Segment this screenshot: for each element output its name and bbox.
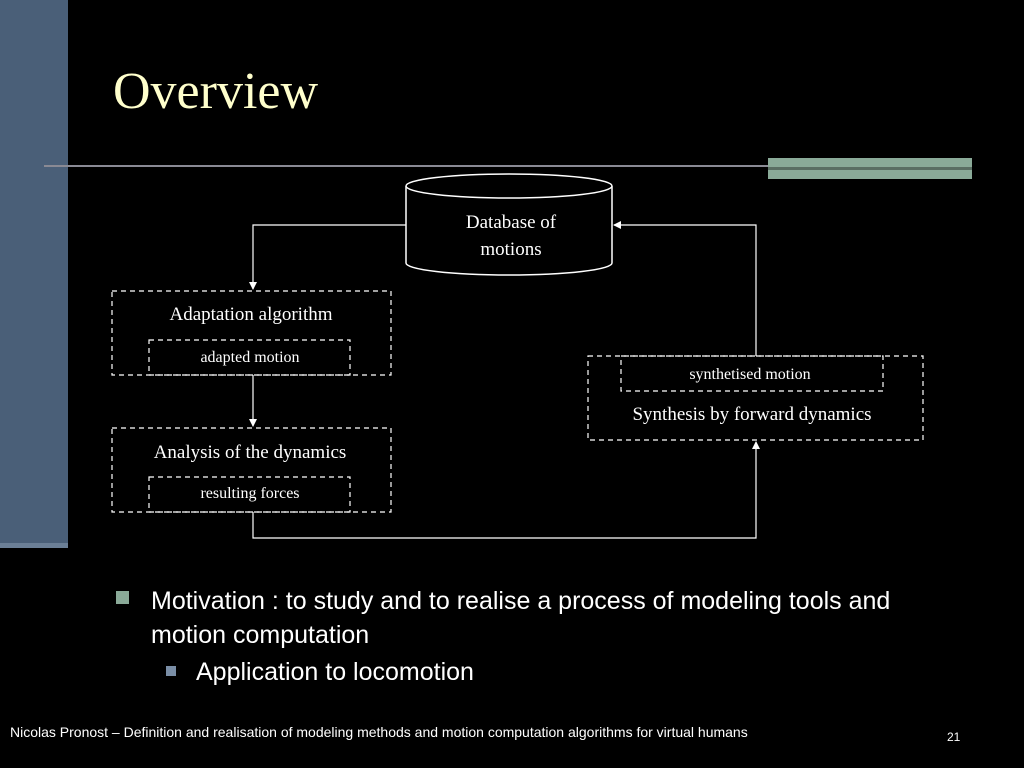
slide-title: Overview (113, 63, 319, 120)
slide-number: 21 (947, 730, 961, 744)
synthesis-label: Synthesis by forward dynamics (632, 404, 871, 425)
side-bar-edge (0, 543, 68, 548)
analysis-box: Analysis of the dynamics resulting force… (111, 427, 392, 513)
resulting-forces-box (148, 476, 351, 513)
bullet-item-application: Application to locomotion (166, 657, 866, 687)
synthesis-to-database-arrow (613, 221, 757, 356)
title-rule-accent-split (768, 167, 972, 170)
adapted-motion-label: adapted motion (200, 349, 299, 366)
database-label-line1: Database of (466, 212, 557, 233)
resulting-forces-label: resulting forces (200, 485, 299, 502)
database-cylinder: Database of motions (405, 173, 613, 276)
adapted-motion-box (148, 339, 351, 376)
square-bullet-icon (116, 591, 129, 604)
database-to-adaptation-arrow (249, 224, 406, 290)
title-rule-accent (768, 158, 972, 179)
synthetised-motion-label: synthetised motion (689, 366, 810, 383)
bullet-item-motivation: Motivation : to study and to realise a p… (116, 584, 966, 652)
synthetised-motion-box (620, 355, 884, 392)
bullet-text-application: Application to locomotion (196, 658, 474, 686)
square-bullet-icon (166, 666, 176, 676)
adaptation-box: Adaptation algorithm adapted motion (111, 290, 392, 376)
title-rule (44, 165, 972, 167)
analysis-to-synthesis-arrow (252, 441, 760, 539)
side-bar (0, 0, 68, 546)
synthesis-box: synthetised motion Synthesis by forward … (587, 355, 924, 441)
footer-text: Nicolas Pronost – Definition and realisa… (10, 724, 748, 740)
adaptation-label: Adaptation algorithm (169, 304, 332, 325)
database-label-line2: motions (480, 239, 541, 260)
bullet-text-motivation: Motivation : to study and to realise a p… (151, 587, 891, 649)
analysis-label: Analysis of the dynamics (154, 442, 347, 463)
